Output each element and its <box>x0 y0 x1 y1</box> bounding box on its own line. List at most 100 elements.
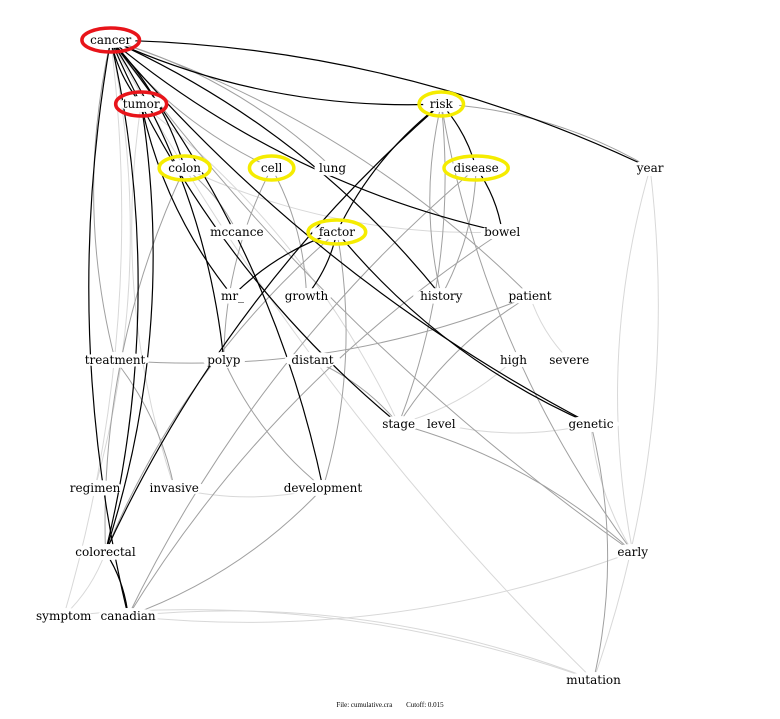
edge-cancer-polyp <box>110 39 225 361</box>
edge-cancer-risk <box>110 39 442 106</box>
edge-factor-genetic <box>336 231 592 425</box>
edge-risk-factor <box>336 103 442 233</box>
node-background <box>281 480 365 496</box>
edge-cancer-colorectal <box>104 39 139 553</box>
node-tumor[interactable]: tumor <box>113 90 169 118</box>
node-level[interactable]: level <box>419 416 463 432</box>
node-background <box>544 352 594 368</box>
edge-year-early <box>617 167 651 553</box>
edge-factor-colorectal <box>105 231 338 553</box>
edge-cancer-treatment <box>93 39 116 361</box>
edge-cancer-symptom <box>63 39 123 617</box>
node-regimen[interactable]: regimen <box>66 480 124 496</box>
edges-layer <box>63 39 659 681</box>
node-growth[interactable]: growth <box>281 288 332 304</box>
node-history[interactable]: history <box>413 288 470 304</box>
edge-risk-history <box>429 103 442 297</box>
node-cancer[interactable]: cancer <box>80 26 142 54</box>
red-highlight-ring <box>80 26 142 54</box>
node-colon[interactable]: colon <box>157 154 212 182</box>
edge-cancer-canadian <box>88 39 129 617</box>
node-early[interactable]: early <box>611 544 655 560</box>
node-background <box>377 416 421 432</box>
node-factor[interactable]: factor <box>306 218 368 246</box>
node-genetic[interactable]: genetic <box>562 416 620 432</box>
node-background <box>448 160 505 176</box>
node-canadian[interactable]: canadian <box>96 608 160 624</box>
edge-cancer-patient <box>110 39 531 297</box>
node-risk[interactable]: risk <box>417 90 466 118</box>
node-background <box>631 160 669 176</box>
yellow-highlight-ring <box>306 218 368 246</box>
node-background <box>312 224 362 240</box>
node-distant[interactable]: distant <box>284 352 341 368</box>
nodes-layer: cancer tumor colon cell lung risk disease year m… <box>35 26 669 688</box>
node-background <box>611 544 655 560</box>
yellow-highlight-ring <box>247 154 296 182</box>
node-symptom[interactable]: symptom <box>35 608 92 624</box>
node-label: high <box>500 353 527 367</box>
node-background <box>119 96 163 112</box>
node-label: canadian <box>101 609 156 623</box>
node-label: factor <box>319 225 355 239</box>
edge-disease-history <box>440 167 477 297</box>
edge-cancer-genetic <box>110 39 592 425</box>
node-polyp[interactable]: polyp <box>202 352 246 368</box>
node-background <box>67 544 144 560</box>
file-label: File: cumulative.cra <box>336 701 393 709</box>
node-treatment[interactable]: treatment <box>80 352 150 368</box>
node-label: mccance <box>210 225 264 239</box>
node-bowel[interactable]: bowel <box>480 224 524 240</box>
node-development[interactable]: development <box>281 480 365 496</box>
node-colorectal[interactable]: colorectal <box>67 544 144 560</box>
node-cell[interactable]: cell <box>247 154 296 182</box>
node-label: colon <box>168 161 201 175</box>
edge-patient-stage <box>398 295 531 425</box>
node-background <box>208 224 265 240</box>
node-background <box>80 352 150 368</box>
node-year[interactable]: year <box>631 160 669 176</box>
edge-cancer-development <box>110 39 324 489</box>
node-mutation[interactable]: mutation <box>562 672 625 688</box>
node-label: severe <box>549 353 589 367</box>
node-label: stage <box>382 417 415 431</box>
edge-cancer-year <box>110 39 651 169</box>
node-label: colorectal <box>75 545 136 559</box>
node-background <box>163 160 207 176</box>
edge-canadian-development <box>127 487 324 617</box>
edge-polyp-development <box>223 359 324 489</box>
edge-tumor-mr_ <box>140 103 233 297</box>
node-invasive[interactable]: invasive <box>142 480 206 496</box>
node-severe[interactable]: severe <box>544 352 594 368</box>
edge-cell-growth <box>271 167 307 297</box>
node-mccance[interactable]: mccance <box>208 224 265 240</box>
node-label: genetic <box>568 417 613 431</box>
edge-tumor-stage <box>140 103 400 425</box>
node-background <box>96 608 160 624</box>
node-label: tumor <box>123 97 160 111</box>
yellow-highlight-ring <box>157 154 212 182</box>
edge-colorectal-symptom <box>63 551 106 617</box>
node-label: risk <box>430 97 454 111</box>
node-label: bowel <box>484 225 520 239</box>
node-patient[interactable]: patient <box>501 288 559 304</box>
edge-severe-patient <box>529 295 570 361</box>
edge-genetic-mutation <box>590 423 609 681</box>
node-background <box>423 96 460 112</box>
node-stage[interactable]: stage <box>377 416 421 432</box>
node-label: lung <box>319 161 346 175</box>
edge-risk-year <box>441 103 651 169</box>
node-background <box>281 288 332 304</box>
node-label: disease <box>453 161 498 175</box>
node-disease[interactable]: disease <box>442 154 510 182</box>
edge-colorectal-canadian <box>104 551 129 617</box>
node-background <box>253 160 290 176</box>
node-background <box>419 416 463 432</box>
node-high[interactable]: high <box>495 352 532 368</box>
node-mr[interactable]: mr_ <box>217 288 248 304</box>
node-lung[interactable]: lung <box>314 160 351 176</box>
node-label: year <box>636 161 664 175</box>
node-label: growth <box>285 289 329 303</box>
node-label: distant <box>291 353 333 367</box>
node-background <box>217 288 248 304</box>
